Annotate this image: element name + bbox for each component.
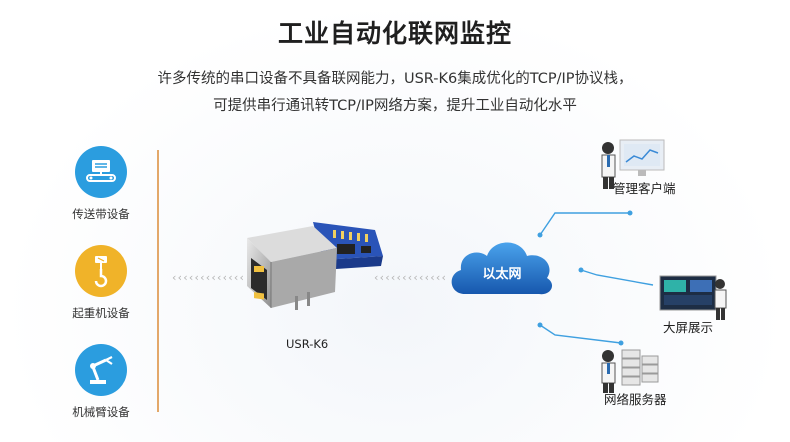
device-crane: 起重机设备 [66,245,136,321]
conveyor-icon [75,146,127,198]
page-title: 工业自动化联网监控 [277,19,512,48]
divider-line [157,150,159,412]
module-label: USR-K6 [286,337,329,351]
robot-arm-icon [75,344,127,396]
client-label: 管理客户端 [613,181,676,196]
device-label: 起重机设备 [72,306,130,320]
management-client-icon [601,139,665,189]
device-conveyor: 传送带设备 [66,146,136,222]
connection-lines [537,210,654,346]
device-label: 传送带设备 [72,207,130,221]
left-arrow-icon: ‹‹‹‹‹‹‹‹‹‹‹‹‹ [373,271,447,284]
client-label: 大屏展示 [663,320,714,335]
left-arrow-icon: ‹‹‹‹‹‹‹‹‹‹‹‹‹ [171,271,245,284]
ethernet-cloud-icon [451,242,553,295]
network-server-icon [601,349,659,393]
client-label: 网络服务器 [604,392,667,407]
ethernet-label: 以太网 [482,267,522,282]
subtitle-line-2: 可提供串行通讯转TCP/IP网络方案，提升工业自动化水平 [213,98,577,114]
device-label: 机械臂设备 [72,405,130,419]
device-robot-arm: 机械臂设备 [66,344,136,420]
subtitle-line-1: 许多传统的串口设备不具备联网能力，USR-K6集成优化的TCP/IP协议栈， [157,71,633,87]
large-screen-icon [659,275,727,320]
crane-hook-icon [75,245,127,297]
usr-k6-module-icon [247,222,383,310]
